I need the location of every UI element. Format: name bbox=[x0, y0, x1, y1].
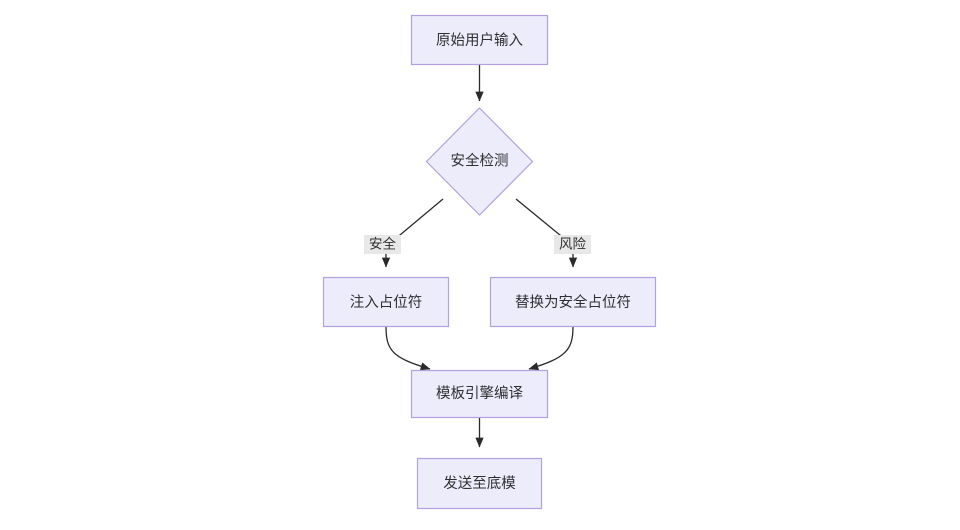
node-send-shape[interactable] bbox=[416, 457, 543, 510]
edge-label-layer: 安全 风险 bbox=[364, 235, 591, 254]
edge-inject-to-compile bbox=[385, 326, 431, 371]
node-check[interactable]: 安全检测 bbox=[425, 107, 534, 216]
edge-check-to-inject-upper bbox=[393, 198, 444, 241]
edge-label-risk: 风险 bbox=[554, 235, 591, 254]
node-send-label: 发送至底模 bbox=[443, 475, 516, 492]
node-input-label: 原始用户输入 bbox=[436, 32, 523, 49]
edge-label-safe-bg bbox=[364, 235, 401, 254]
node-compile-shape[interactable] bbox=[410, 369, 549, 419]
node-compile-label: 模板引擎编译 bbox=[436, 384, 523, 402]
node-compile[interactable]: 模板引擎编译 bbox=[410, 369, 549, 419]
node-layer: 原始用户输入 安全检测 注入占位符 替换为安全占位符 模板引擎编译 bbox=[322, 14, 657, 510]
node-inject[interactable]: 注入占位符 bbox=[322, 276, 450, 328]
edge-check-to-replace-upper bbox=[515, 198, 567, 241]
edge-label-safe-text: 安全 bbox=[369, 236, 396, 252]
node-replace-shape[interactable] bbox=[489, 276, 657, 328]
node-replace[interactable]: 替换为安全占位符 bbox=[489, 276, 657, 328]
edge-layer bbox=[381, 64, 578, 448]
node-inject-shape[interactable] bbox=[322, 276, 450, 328]
node-input-shape[interactable] bbox=[410, 14, 549, 66]
edge-label-risk-text: 风险 bbox=[559, 237, 587, 252]
node-inject-label: 注入占位符 bbox=[350, 294, 423, 311]
node-send[interactable]: 发送至底模 bbox=[416, 457, 543, 510]
node-check-shape[interactable] bbox=[425, 107, 534, 216]
edge-label-risk-bg bbox=[554, 235, 591, 254]
node-input[interactable]: 原始用户输入 bbox=[410, 14, 549, 66]
edge-label-safe: 安全 bbox=[364, 235, 401, 254]
node-check-label: 安全检测 bbox=[451, 151, 509, 169]
edge-replace-to-compile bbox=[528, 326, 574, 371]
node-replace-label: 替换为安全占位符 bbox=[515, 293, 631, 311]
